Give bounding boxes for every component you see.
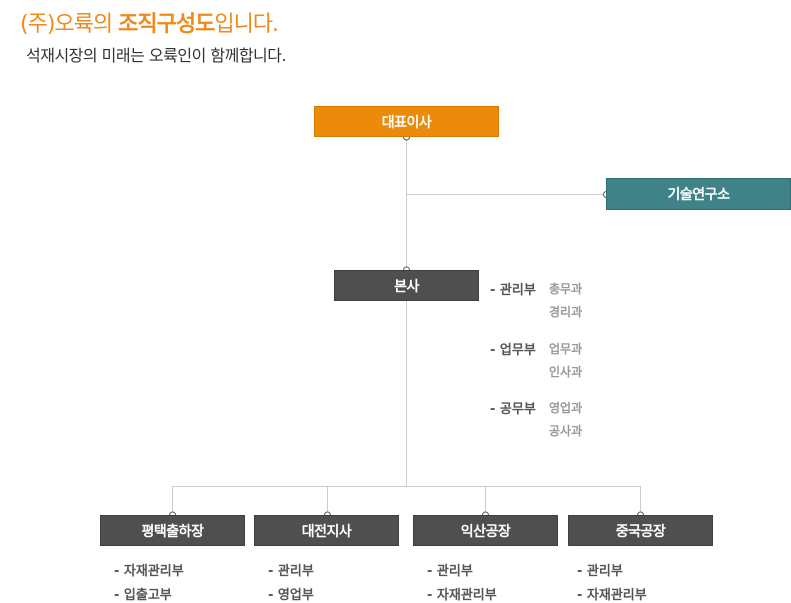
title-prefix: (주)오륙의 xyxy=(20,12,119,37)
title-highlight: 조직구성도 xyxy=(118,12,215,37)
branch-sub-item: - 관리부 xyxy=(268,564,314,579)
ceo-box: 대표이사 xyxy=(314,106,499,137)
hq-team: 영업과 xyxy=(549,401,583,415)
hq-team: 총무과 xyxy=(549,282,583,296)
title-suffix: 입니다. xyxy=(214,12,279,37)
rnd-box: 기술연구소 xyxy=(606,178,791,210)
branch-sub-item: - 자재관리부 xyxy=(427,588,497,603)
hq-dept-business: - 업무부 xyxy=(490,343,536,358)
hq-dept-construction: - 공무부 xyxy=(490,402,536,417)
branch-box-daejeon: 대전지사 xyxy=(254,515,399,546)
hq-team: 공사과 xyxy=(549,424,583,438)
hq-dept-admin: - 관리부 xyxy=(490,283,536,298)
page-title: (주)오륙의 조직구성도입니다. xyxy=(20,6,279,38)
branch-sub-item: - 자재관리부 xyxy=(114,564,184,579)
hq-team: 인사과 xyxy=(549,365,583,379)
branch-sub-item: - 관리부 xyxy=(427,564,473,579)
branch-sub-item: - 자재관리부 xyxy=(577,588,647,603)
branch-sub-item: - 영업부 xyxy=(268,588,314,603)
hq-team: 업무과 xyxy=(549,342,583,356)
branch-box-pyeongtaek: 평택출하장 xyxy=(100,515,245,546)
branch-box-iksan: 익산공장 xyxy=(413,515,558,546)
branch-box-china: 중국공장 xyxy=(568,515,713,546)
hq-team: 경리과 xyxy=(549,305,583,319)
branch-sub-item: - 입출고부 xyxy=(114,588,172,603)
branch-sub-item: - 관리부 xyxy=(577,564,623,579)
hq-box: 본사 xyxy=(334,270,479,301)
page-subtitle: 석재시장의 미래는 오륙인이 함께합니다. xyxy=(26,46,287,65)
